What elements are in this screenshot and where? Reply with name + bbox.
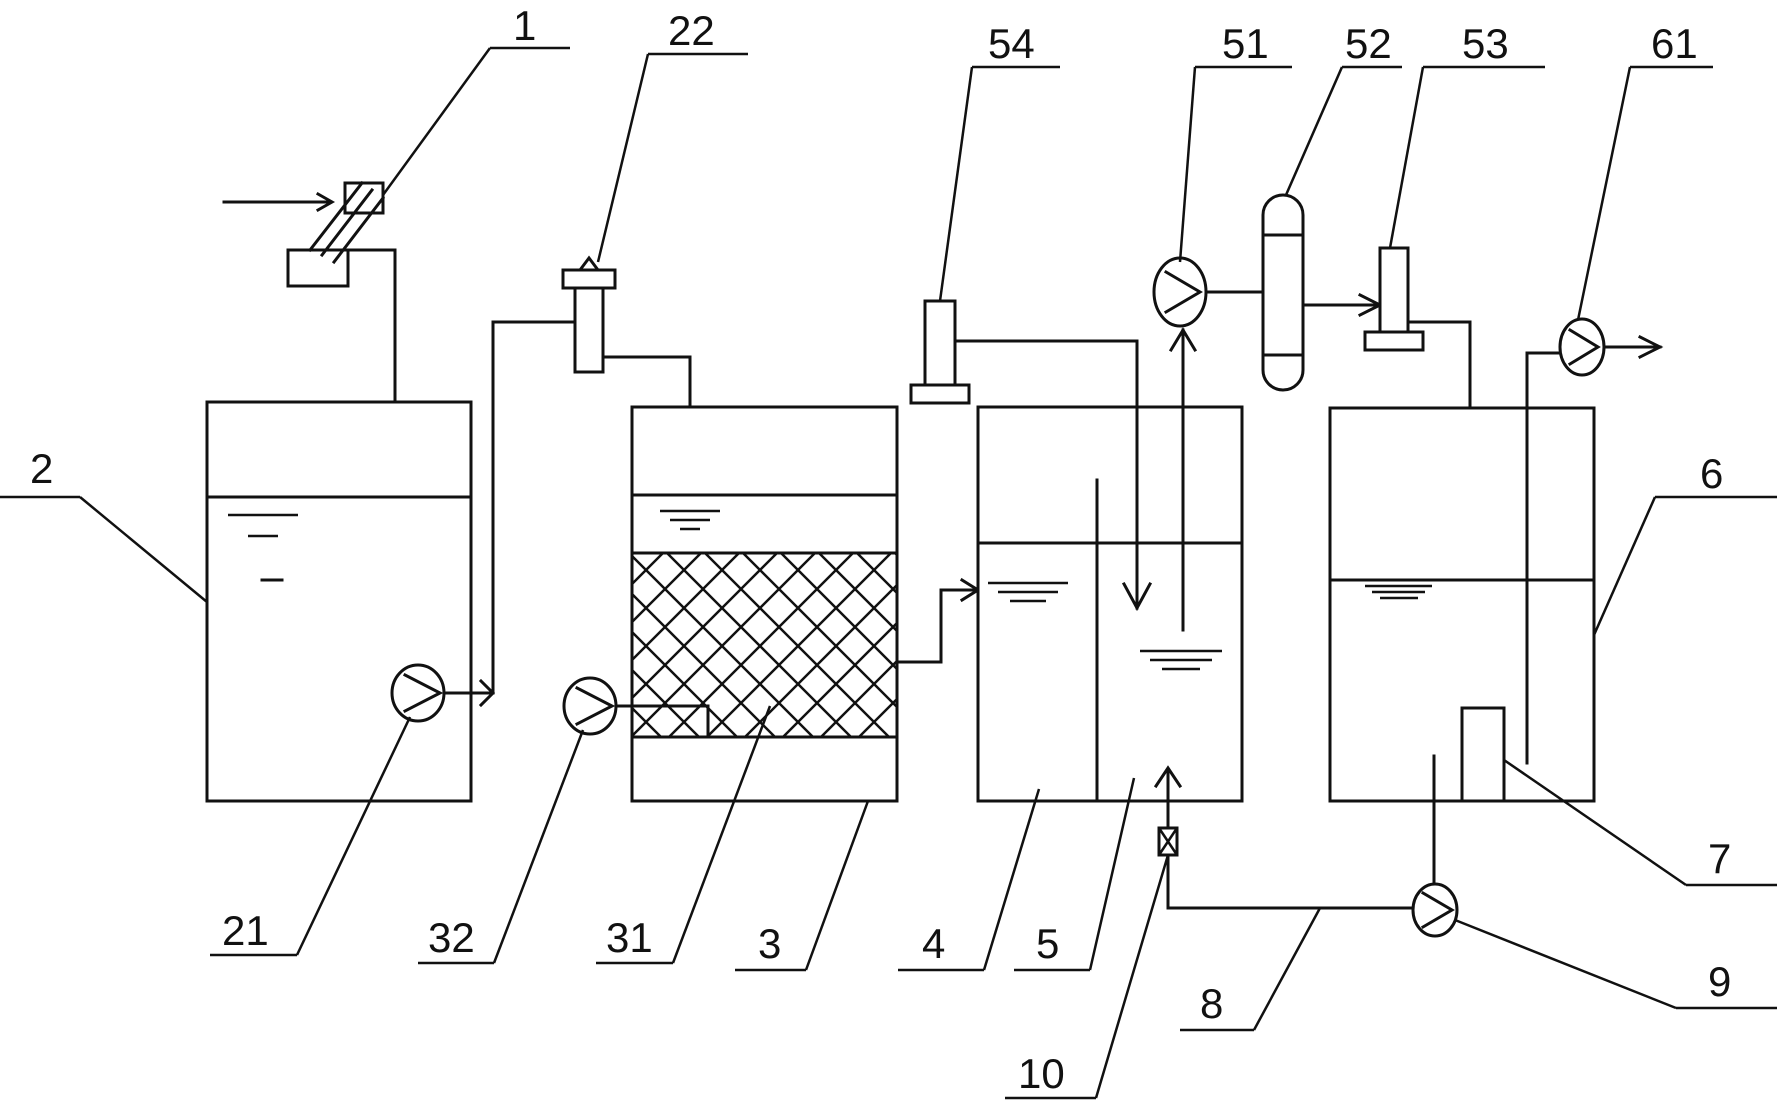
pump-21 bbox=[390, 663, 446, 723]
tank-3 bbox=[613, 405, 899, 803]
label-52: 52 bbox=[1345, 20, 1392, 67]
label-1: 1 bbox=[513, 2, 536, 49]
label-9: 9 bbox=[1708, 958, 1731, 1005]
component-labels: 1 22 54 51 52 53 61 2 6 21 32 31 3 4 5 1… bbox=[30, 2, 1731, 1097]
label-8: 8 bbox=[1200, 980, 1223, 1027]
label-3: 3 bbox=[758, 920, 781, 967]
label-10: 10 bbox=[1018, 1050, 1065, 1097]
tank-4-5 bbox=[976, 405, 1244, 803]
label-6: 6 bbox=[1700, 450, 1723, 497]
valve-10 bbox=[1157, 826, 1179, 857]
label-4: 4 bbox=[922, 920, 945, 967]
dosing-unit-22 bbox=[561, 255, 706, 494]
leader-lines bbox=[0, 46, 1777, 1100]
ozone-generator-54 bbox=[909, 299, 1153, 612]
label-21: 21 bbox=[222, 907, 269, 954]
tank-6 bbox=[1328, 351, 1596, 803]
label-51: 51 bbox=[1222, 20, 1269, 67]
label-31: 31 bbox=[606, 914, 653, 961]
pump-9 bbox=[1411, 882, 1459, 938]
label-5: 5 bbox=[1036, 920, 1059, 967]
label-7: 7 bbox=[1708, 835, 1731, 882]
inlet-screen bbox=[222, 180, 411, 589]
label-53: 53 bbox=[1462, 20, 1509, 67]
label-61: 61 bbox=[1651, 20, 1698, 67]
pump-32 bbox=[562, 676, 618, 736]
label-2: 2 bbox=[30, 445, 53, 492]
pump-51 bbox=[1152, 256, 1265, 328]
pump-61 bbox=[1558, 317, 1664, 377]
label-54: 54 bbox=[988, 20, 1035, 67]
label-32: 32 bbox=[428, 914, 475, 961]
reactor-column-52 bbox=[1261, 193, 1384, 392]
label-22: 22 bbox=[668, 7, 715, 54]
tank-2 bbox=[205, 400, 473, 803]
